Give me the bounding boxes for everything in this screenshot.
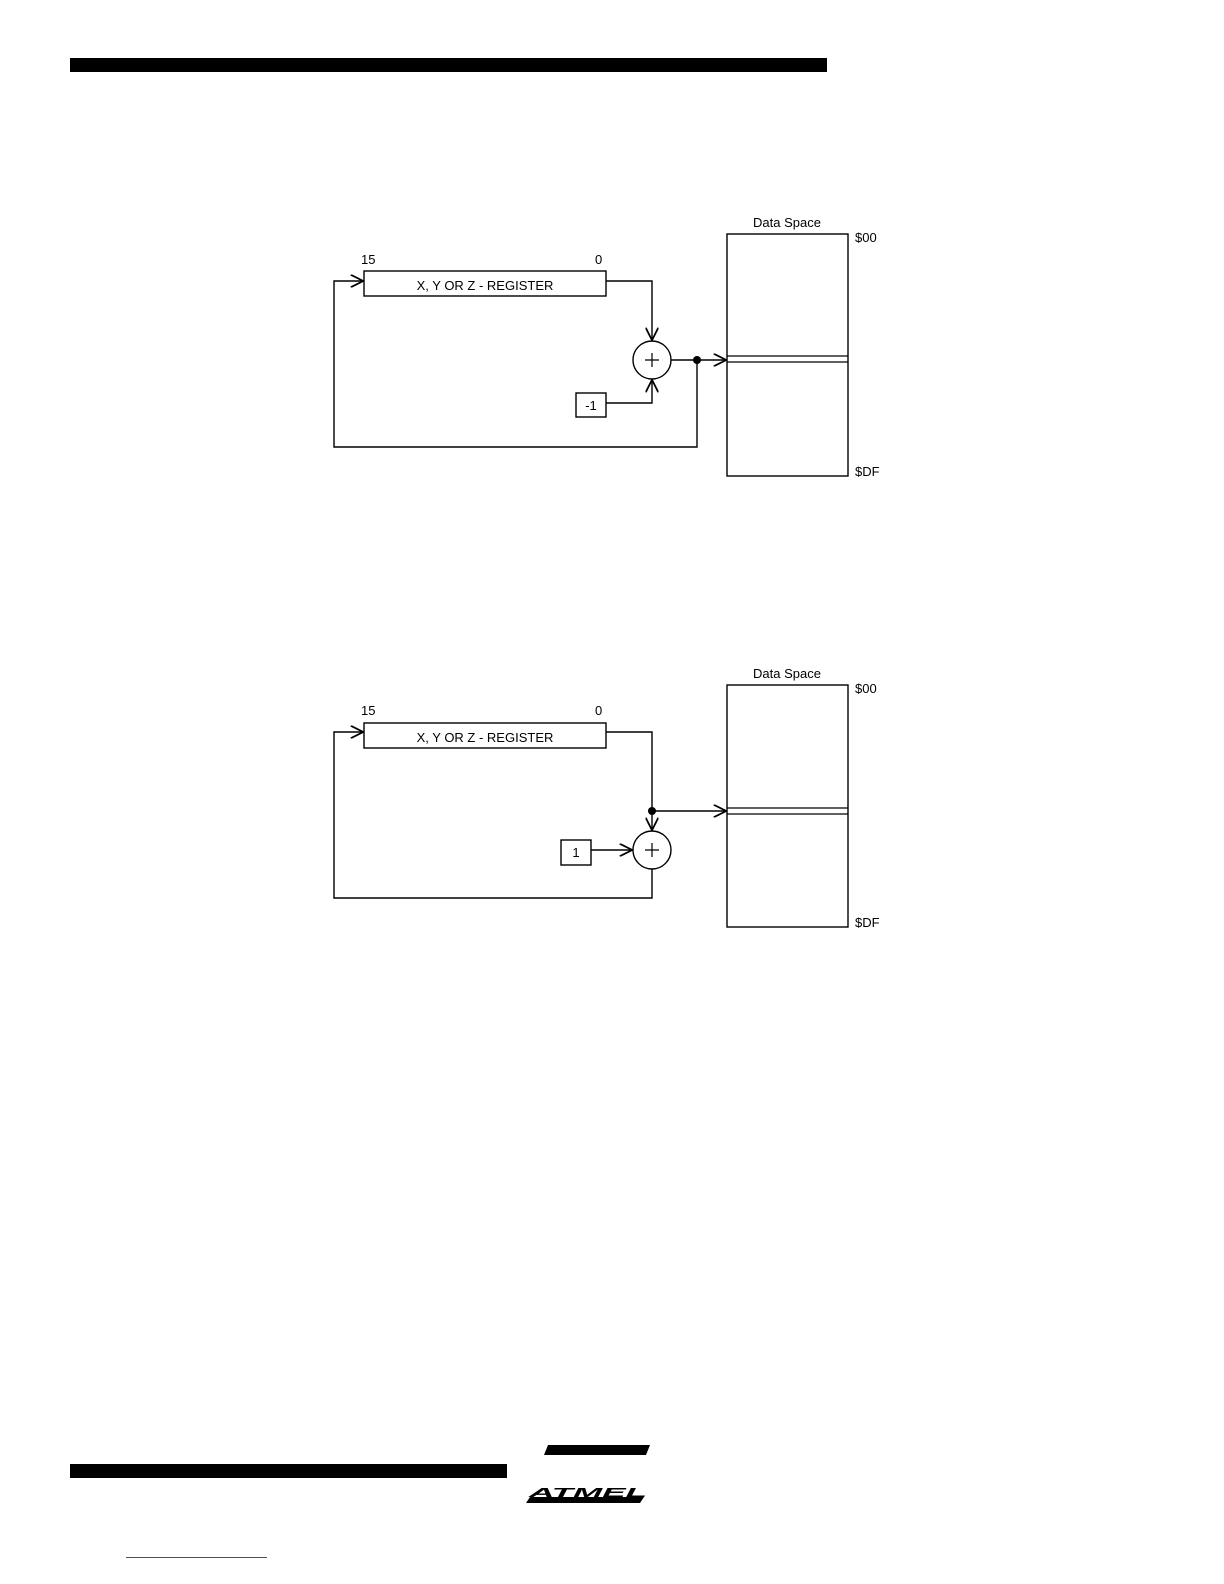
address-bottom-label: $DF — [855, 464, 880, 479]
address-top-label: $00 — [855, 230, 877, 245]
memory-title: Data Space — [753, 215, 821, 230]
data-space-box — [727, 685, 848, 927]
bit-high-label: 15 — [361, 252, 375, 267]
addressed-location — [727, 356, 848, 362]
register-label: X, Y OR Z - REGISTER — [417, 730, 554, 745]
bit-high-label: 15 — [361, 703, 375, 718]
atmel-logo: ATMEL — [526, 1443, 652, 1505]
address-bottom-label: $DF — [855, 915, 880, 930]
plus-icon — [645, 843, 659, 857]
footer-link-underline[interactable] — [126, 1557, 267, 1558]
feedback-line — [334, 281, 697, 447]
address-top-label: $00 — [855, 681, 877, 696]
bit-low-label: 0 — [595, 252, 602, 267]
footer-rule — [70, 1464, 507, 1478]
constant-label: -1 — [585, 398, 597, 413]
addressed-location — [727, 808, 848, 814]
constant-label: 1 — [572, 845, 579, 860]
bit-low-label: 0 — [595, 703, 602, 718]
constant-to-adder-line — [606, 381, 652, 403]
feedback-line — [334, 732, 652, 898]
header-rule — [70, 58, 827, 72]
plus-icon — [645, 353, 659, 367]
memory-title: Data Space — [753, 666, 821, 681]
predecrement-diagram: 15 0 X, Y OR Z - REGISTER -1 Data Space … — [0, 200, 1224, 500]
register-label: X, Y OR Z - REGISTER — [417, 278, 554, 293]
register-to-adder-line — [606, 732, 652, 829]
postincrement-diagram: 15 0 X, Y OR Z - REGISTER 1 Data Space $… — [0, 651, 1224, 951]
register-to-adder-line — [606, 281, 652, 339]
data-space-box — [727, 234, 848, 476]
